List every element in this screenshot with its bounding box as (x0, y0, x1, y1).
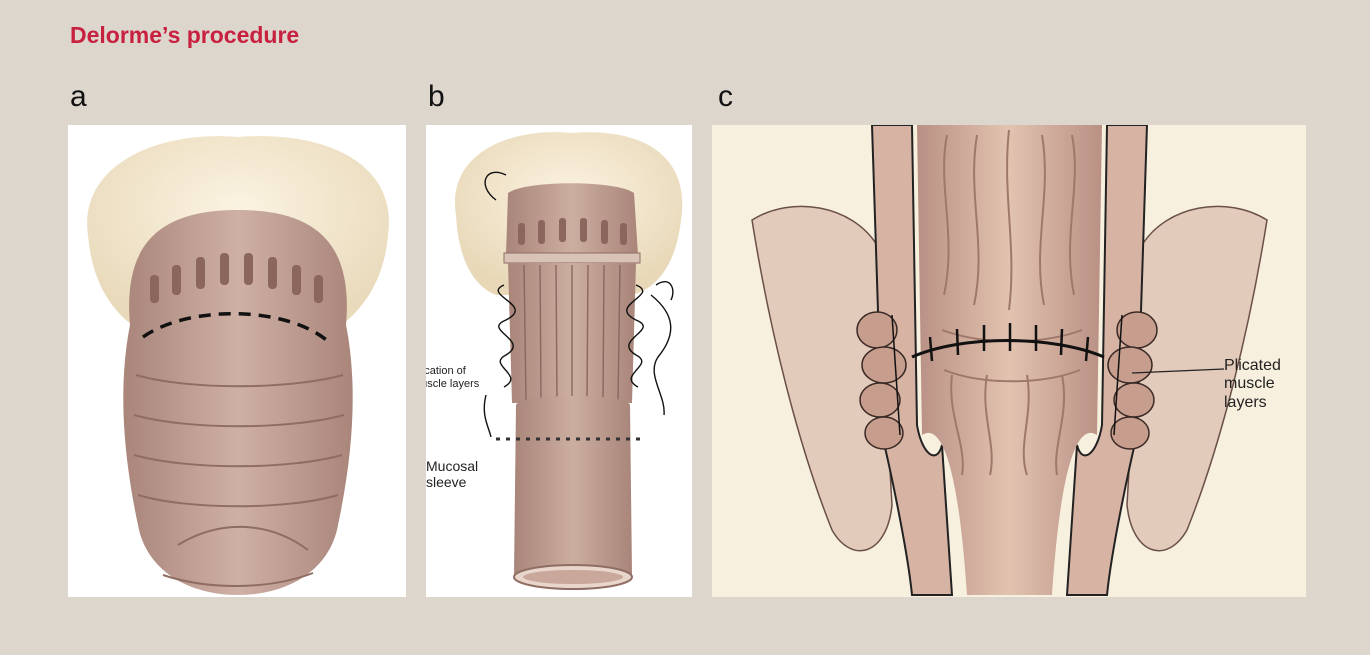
panel-a-illustration (68, 125, 406, 597)
panel-letter-c: c (718, 80, 733, 114)
rectal-stump (506, 183, 638, 255)
plicated-rectum-cross-section (712, 125, 1306, 597)
panel-c-illustration: Plicated muscle layers (712, 125, 1306, 597)
label-mucosal-sleeve: Mucosal sleeve (426, 458, 494, 490)
mucosal-sleeve (514, 396, 632, 583)
mucosal-sleeve-illustration (426, 125, 692, 597)
label-plication-of-muscle-layers: Plication of muscle layers (426, 365, 502, 390)
figure-title: Delorme’s procedure (70, 22, 299, 49)
prolapse-illustration (68, 125, 406, 597)
panel-b-illustration: Plication of muscle layers Mucosal sleev… (426, 125, 692, 597)
panel-letter-b: b (428, 80, 445, 114)
label-plicated-muscle-layers: Plicated muscle layers (1224, 357, 1300, 412)
panel-letter-a: a (70, 80, 87, 114)
prolapsed-rectum (123, 210, 352, 595)
